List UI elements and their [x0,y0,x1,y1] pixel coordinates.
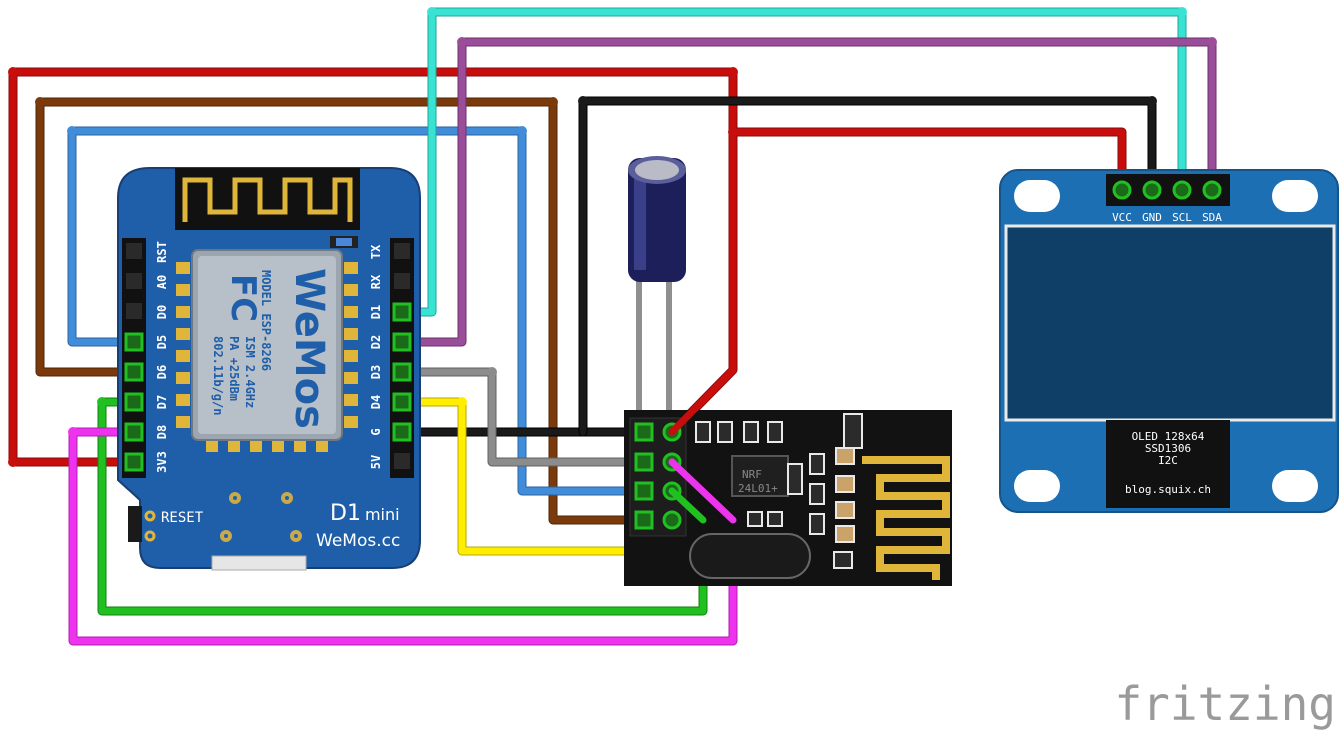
board-site: WeMos.cc [316,531,400,551]
pin-label-d7: D7 [155,395,169,409]
wire-black [399,96,1157,437]
pin-label-3v3: 3V3 [155,451,169,473]
oled-pin-label-scl: SCL [1172,211,1192,224]
reset-label: RESET [161,510,204,526]
left-pin-labels: RST A0 D0 D5 D6 D7 D8 3V3 [155,241,169,473]
fcc-mark: FC [223,274,263,322]
module-spec-3: 802.11b/g/n [211,336,225,415]
oled-label-line-2: SSD1306 [1145,442,1191,455]
crystal [689,533,811,579]
wire-blue [67,126,648,496]
pin-label-tx: TX [369,244,383,259]
oled-pin-label-sda: SDA [1202,211,1222,224]
pin-label-d6: D6 [155,365,169,379]
usb-connector[interactable] [211,555,307,571]
wire-gray [399,367,648,467]
d1-connected-pins [124,302,412,472]
nrf-chip-label-1: NRF [742,468,762,481]
pin-label-d2: D2 [369,335,383,349]
module-spec-1: ISM 2.4GHz [243,336,257,408]
left-header [122,238,146,478]
oled-pin-label-gnd: GND [1142,211,1162,224]
oled-pins [1112,180,1222,200]
pin-label-d4: D4 [369,395,383,409]
oled-screen [1004,224,1336,422]
nrf-wire-stubs [668,366,737,524]
pin-label-d3: D3 [369,365,383,379]
nrf-chip-label-2: 24L01+ [738,482,778,495]
wifi-antenna [175,168,360,230]
pin-label-5v: 5V [369,455,383,469]
oled-label-line-1: OLED 128x64 [1132,430,1205,443]
oled-credit: blog.squix.ch [1125,483,1211,496]
nrf24l01-module: NRF 24L01+ [624,410,952,586]
pin-label-d8: D8 [155,425,169,439]
board-pads [220,492,302,542]
esp-module-shield: FC MODEL ESP-8266 ISM 2.4GHz PA +25dBm 8… [191,249,343,441]
pin-label-d1: D1 [369,305,383,319]
reset-button[interactable]: RESET [128,506,204,542]
pin-label-rst: RST [155,241,169,263]
right-pin-labels: TX RX D1 D2 D3 D4 G 5V [369,244,383,469]
wire-junctions [8,7,1217,467]
wemos-logo: WeMos [286,268,332,429]
fritzing-watermark: fritzing [1114,677,1336,731]
esp-module-pads [176,262,358,452]
wemos-d1-mini-board: RST A0 D0 D5 D6 D7 D8 3V3 TX RX D1 D2 D3… [117,167,421,571]
electrolytic-capacitor [628,156,686,430]
module-model: MODEL ESP-8266 [259,270,273,371]
pin-label-rx: RX [369,274,383,289]
wire-brown [35,97,648,525]
oled-pin-label-vcc: VCC [1112,211,1132,224]
pcb-antenna [862,456,950,580]
smd-components [695,413,863,569]
pin-label-g: G [369,428,383,435]
oled-label-line-3: I2C [1158,454,1178,467]
pin-label-d0: D0 [155,305,169,319]
pin-label-d5: D5 [155,335,169,349]
right-header [390,238,414,478]
oled-display-module: VCC GND SCL SDA OLED 128x64 SSD1306 I2C … [999,169,1339,513]
pin-label-a0: A0 [155,275,169,289]
module-spec-2: PA +25dBm [227,336,241,401]
